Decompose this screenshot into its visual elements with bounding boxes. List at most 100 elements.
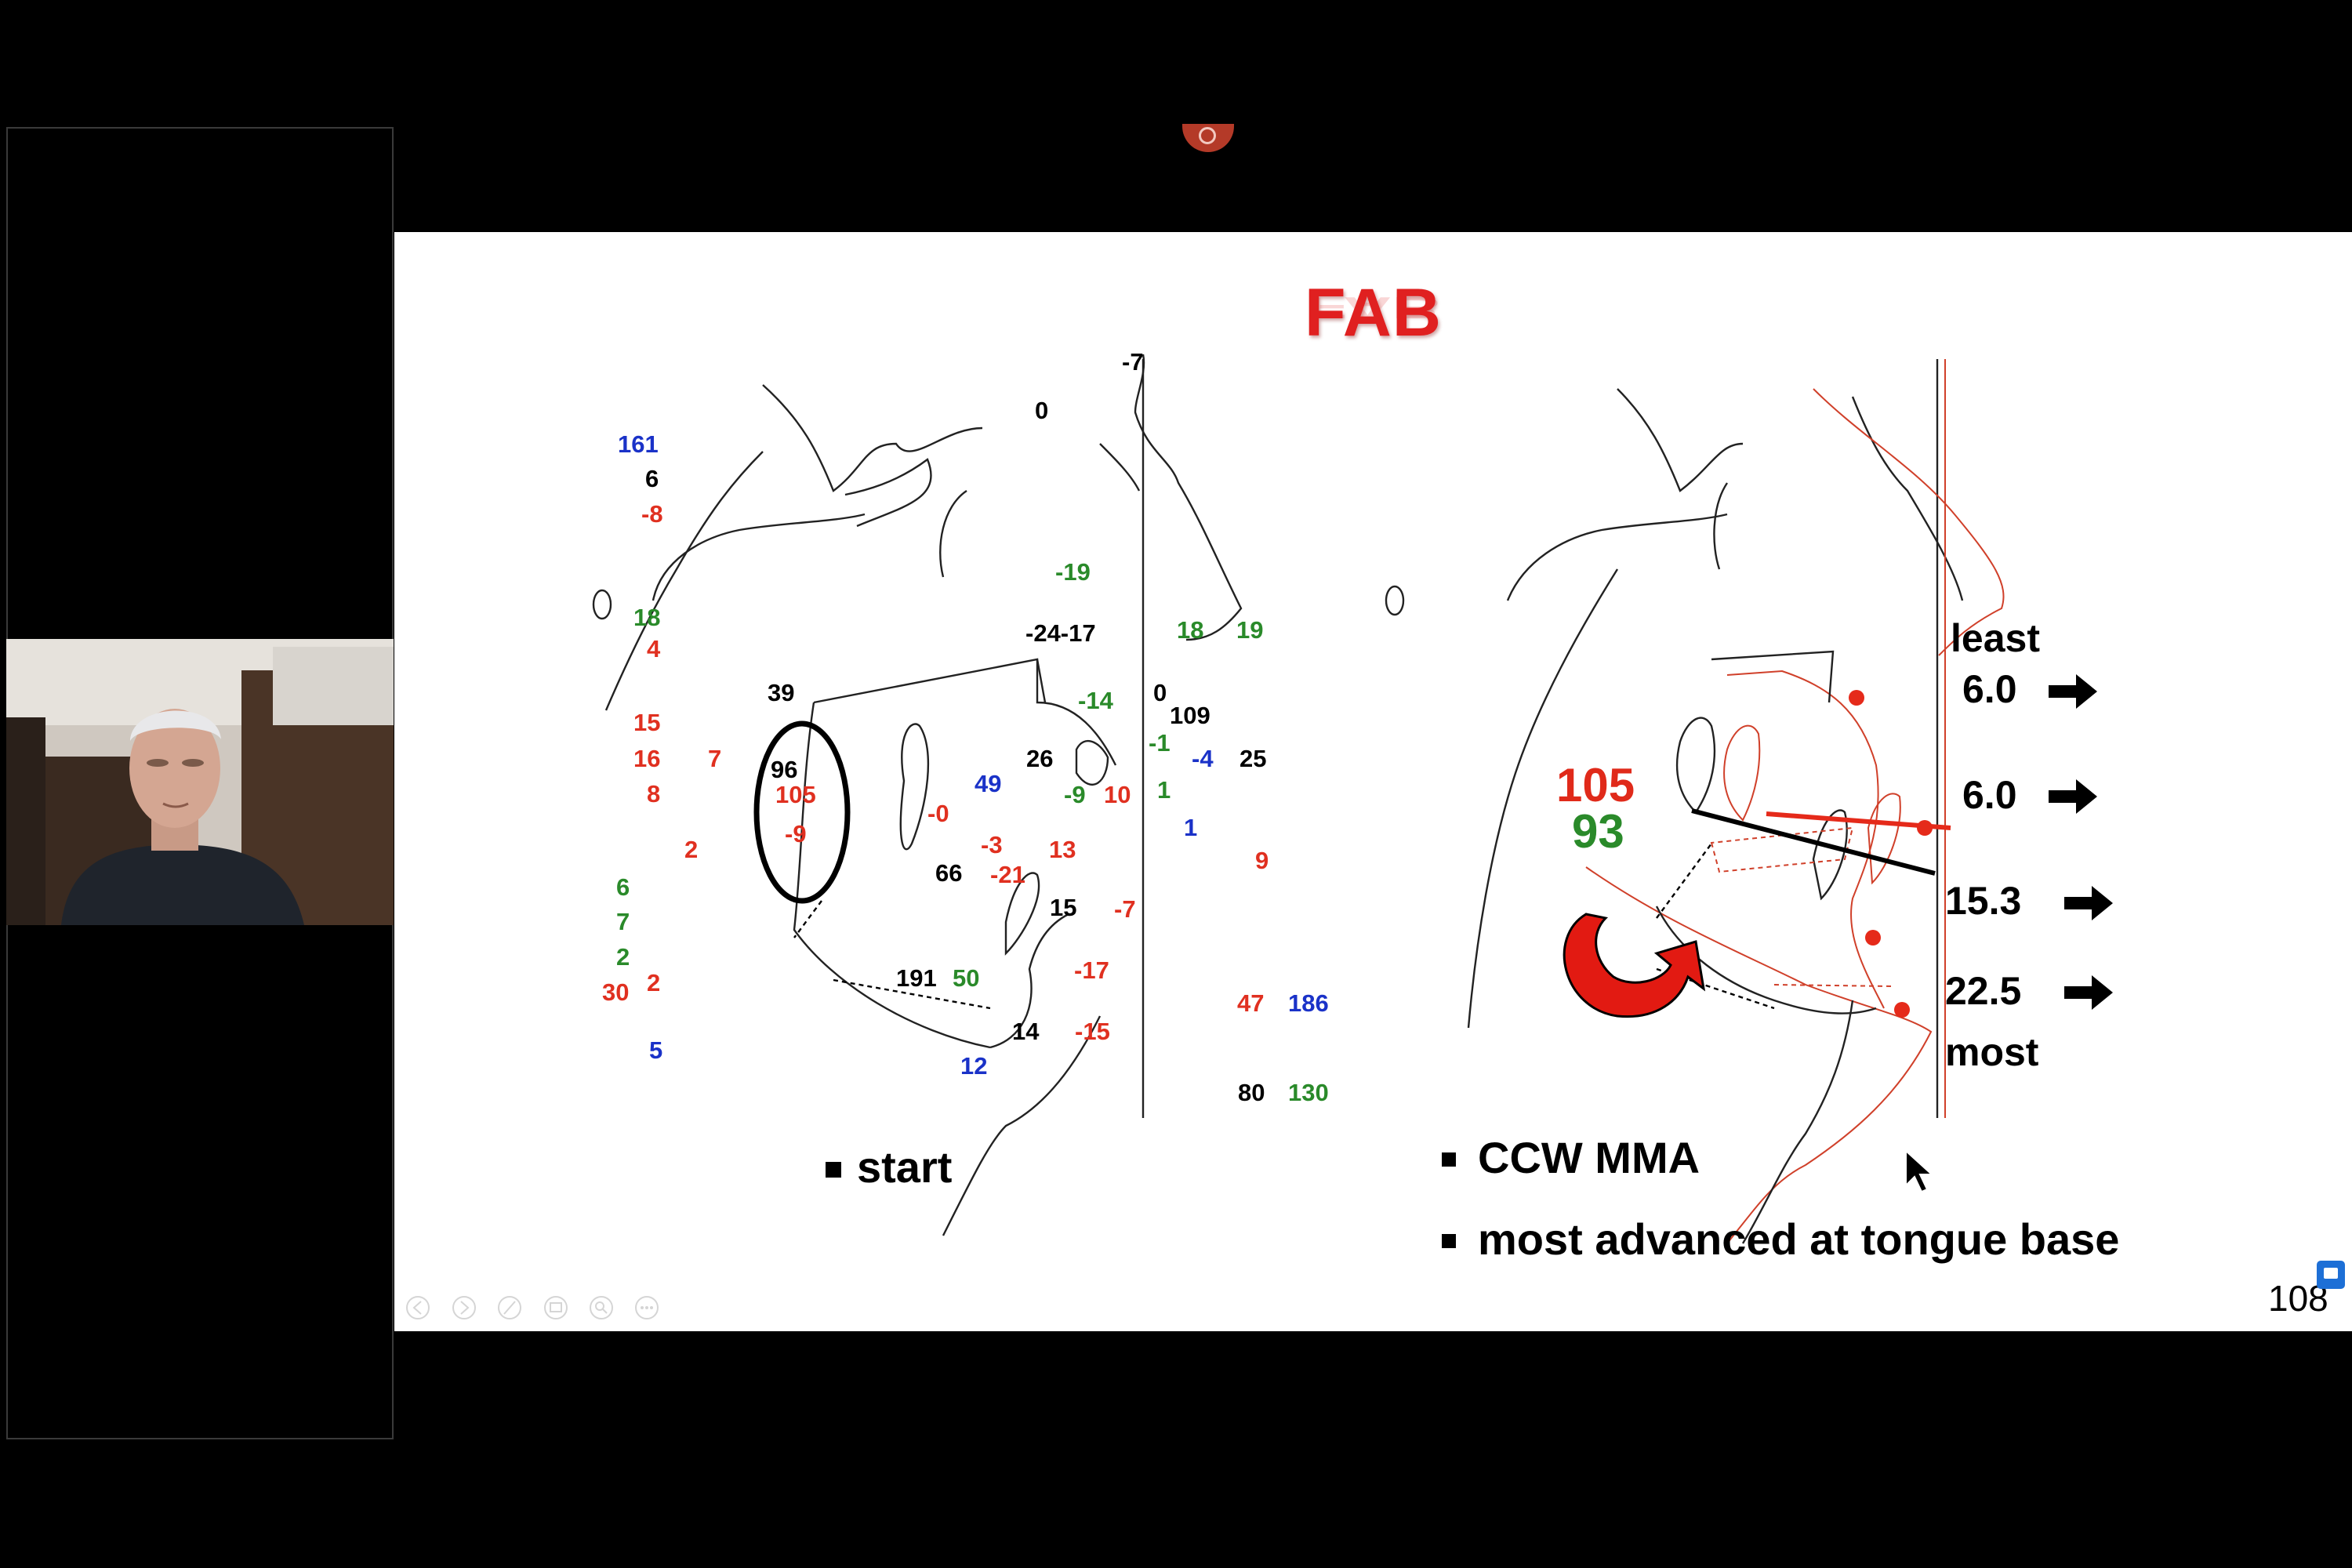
measure-label: 39 — [768, 679, 794, 706]
upper-incisor — [1075, 740, 1109, 786]
recording-indicator[interactable] — [1182, 124, 1234, 152]
app-badge-icon[interactable] — [2317, 1261, 2345, 1289]
measure-label: -8 — [641, 500, 663, 528]
soft-tissue-profile — [1851, 396, 1964, 601]
advancement-value: 15.3 — [1945, 879, 2021, 923]
post-op-lower-incisor — [1867, 793, 1901, 885]
record-icon — [1199, 127, 1216, 144]
zoom-icon[interactable] — [590, 1296, 613, 1319]
measure-label: -7 — [1114, 895, 1136, 923]
ear-rod — [592, 589, 612, 620]
arrow-right-icon — [2064, 886, 2113, 920]
landmark-point — [1849, 690, 1864, 706]
label-least: least — [1951, 616, 2040, 660]
measure-label: 13 — [1049, 836, 1076, 863]
measure-label: 26 — [1026, 745, 1053, 772]
measure-label: 15 — [633, 709, 660, 736]
advancement-value: 22.5 — [1945, 969, 2021, 1013]
chin-trace — [989, 913, 1069, 1049]
mandibular-plane-dashed — [833, 978, 991, 1010]
presentation-toolbar — [406, 1296, 659, 1319]
measure-label: 47 — [1237, 989, 1264, 1017]
presenter-webcam[interactable] — [6, 639, 394, 925]
angle-before-label: 105 — [1556, 759, 1635, 811]
measure-label: 1 — [1157, 776, 1171, 804]
angle-after-label: 93 — [1572, 805, 1624, 858]
left-cephalometric-tracing — [592, 354, 1243, 1236]
right-cephalometric-tracing — [1385, 359, 2005, 1244]
measure-label: -21 — [990, 861, 1025, 888]
landmark-point — [1917, 820, 1933, 836]
bullet-start: start — [857, 1142, 952, 1192]
post-op-molar-tooth — [1723, 724, 1761, 822]
measure-label: -9 — [785, 820, 807, 848]
palatal-plane — [1711, 650, 1835, 703]
slide-canvas: -7 0 161 6 -8 18 4 -19 -24-17 18 19 39 -… — [406, 348, 2345, 1319]
skull-outline — [1467, 568, 1619, 1029]
pre-op-mandible-outline — [1655, 906, 1877, 1014]
measure-label: -4 — [1192, 745, 1214, 772]
measure-label: -14 — [1078, 687, 1114, 714]
arrow-right-icon — [2064, 975, 2113, 1010]
measure-label: 66 — [935, 859, 962, 887]
molar-tooth — [1675, 717, 1716, 814]
measure-label: 50 — [953, 964, 979, 992]
measure-label: 10 — [1104, 781, 1131, 808]
measure-label: -3 — [981, 831, 1003, 858]
mandibular-plane-dashed-red — [1773, 984, 1893, 987]
gonial-angle-highlight — [753, 720, 851, 904]
presenter-image — [6, 639, 394, 925]
landmark-point — [1894, 1002, 1910, 1018]
measure-label: -24-17 — [1025, 619, 1096, 647]
measure-label: 6 — [616, 873, 630, 901]
arrow-right-icon — [2049, 674, 2097, 709]
measure-label: 12 — [960, 1052, 987, 1080]
measure-label: 6 — [645, 465, 659, 492]
more-icon[interactable] — [635, 1296, 659, 1319]
previous-icon[interactable] — [406, 1296, 430, 1319]
measure-label: -15 — [1075, 1018, 1110, 1045]
measure-label: 49 — [975, 770, 1001, 797]
measure-label: -1 — [1149, 729, 1171, 757]
measure-label: 186 — [1288, 989, 1329, 1017]
post-op-mandible-outline — [1585, 866, 1933, 1244]
orbit-trace — [652, 513, 866, 601]
bullet-most-advanced: most advanced at tongue base — [1478, 1214, 2119, 1264]
post-op-soft-tissue-profile — [1813, 388, 2005, 656]
post-op-maxilla-mandible — [1726, 670, 1885, 1009]
measure-label: 109 — [1170, 702, 1210, 729]
pen-icon[interactable] — [498, 1296, 521, 1319]
measure-label: 130 — [1288, 1079, 1329, 1106]
landmark-point — [1865, 930, 1881, 946]
measure-label: 16 — [633, 745, 660, 772]
orbit-trace — [1506, 513, 1728, 601]
ear-rod — [1385, 585, 1405, 616]
bullet-ccw-mma: CCW MMA — [1478, 1133, 1700, 1182]
slides-icon[interactable] — [544, 1296, 568, 1319]
measure-label: 1 — [1184, 814, 1197, 841]
measure-label: 18 — [1177, 616, 1203, 644]
measure-label: 18 — [633, 604, 660, 631]
ccw-rotation-arrow-icon — [1563, 913, 1706, 1018]
arrow-right-icon — [2049, 779, 2097, 814]
skull-outline — [604, 451, 764, 711]
measure-label: 80 — [1238, 1079, 1265, 1106]
next-icon[interactable] — [452, 1296, 476, 1319]
osteotomy-segment-dashed — [1710, 826, 1854, 873]
advancement-value: 6.0 — [1962, 773, 2017, 817]
orbit-rim — [939, 490, 967, 578]
ramus-dashed-line — [793, 900, 822, 938]
bullet-marker — [1442, 1234, 1456, 1248]
measure-label: 2 — [647, 969, 660, 996]
label-most: most — [1945, 1030, 2039, 1074]
measure-label: 191 — [896, 964, 937, 992]
soft-tissue-profile — [1134, 354, 1243, 641]
bullet-marker — [1442, 1152, 1456, 1167]
measure-label: 30 — [602, 978, 629, 1006]
measure-label: 8 — [647, 780, 660, 808]
advancement-value: 6.0 — [1962, 667, 2017, 711]
bullet-marker — [826, 1162, 841, 1178]
neck-soft-tissue — [942, 1015, 1102, 1236]
measure-label: 5 — [649, 1036, 662, 1064]
neck-soft-tissue — [1741, 1000, 1854, 1244]
